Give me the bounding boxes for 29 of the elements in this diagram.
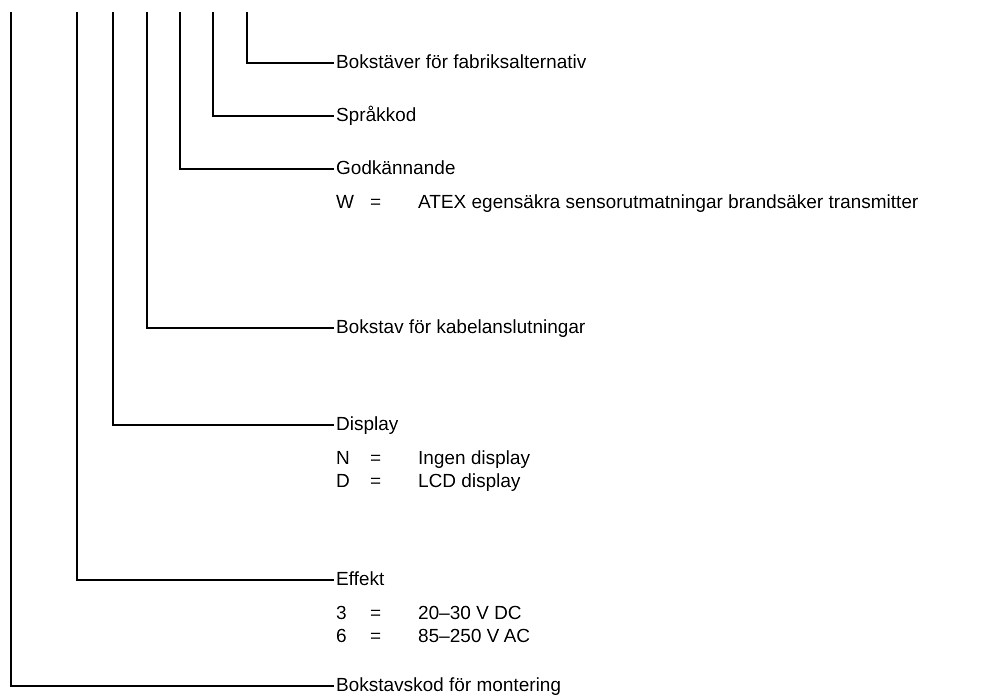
option-heading: Godkännande bbox=[336, 157, 456, 181]
option-code: 6 bbox=[336, 625, 347, 648]
option-description: ATEX egensäkra sensorutmatningar brandsäker transmitter bbox=[418, 191, 918, 214]
equals-sign: = bbox=[370, 191, 382, 214]
option-description: 85–250 V AC bbox=[418, 625, 530, 648]
option-heading: Bokstäver för fabriksalternativ bbox=[336, 51, 586, 75]
equals-sign: = bbox=[370, 470, 382, 493]
option-code: W bbox=[336, 191, 354, 214]
option-code: 3 bbox=[336, 602, 347, 625]
leader-line bbox=[246, 12, 334, 64]
option-heading: Effekt bbox=[336, 568, 384, 592]
leader-line bbox=[146, 12, 334, 329]
option-heading: Display bbox=[336, 413, 398, 437]
leader-line bbox=[212, 12, 334, 117]
equals-sign: = bbox=[370, 447, 382, 470]
option-description: 20–30 V DC bbox=[418, 602, 522, 625]
option-description: LCD display bbox=[418, 470, 520, 493]
option-heading: Språkkod bbox=[336, 104, 416, 128]
equals-sign: = bbox=[370, 602, 382, 625]
option-heading: Bokstavskod för montering bbox=[336, 674, 561, 698]
option-description: Ingen display bbox=[418, 447, 530, 470]
leader-line bbox=[179, 12, 334, 170]
option-code: D bbox=[336, 470, 350, 493]
leader-line bbox=[10, 12, 334, 687]
option-heading: Bokstav för kabelanslutningar bbox=[336, 316, 586, 340]
leader-line bbox=[112, 12, 334, 426]
option-code: N bbox=[336, 447, 350, 470]
equals-sign: = bbox=[370, 625, 382, 648]
leader-line bbox=[76, 12, 334, 581]
